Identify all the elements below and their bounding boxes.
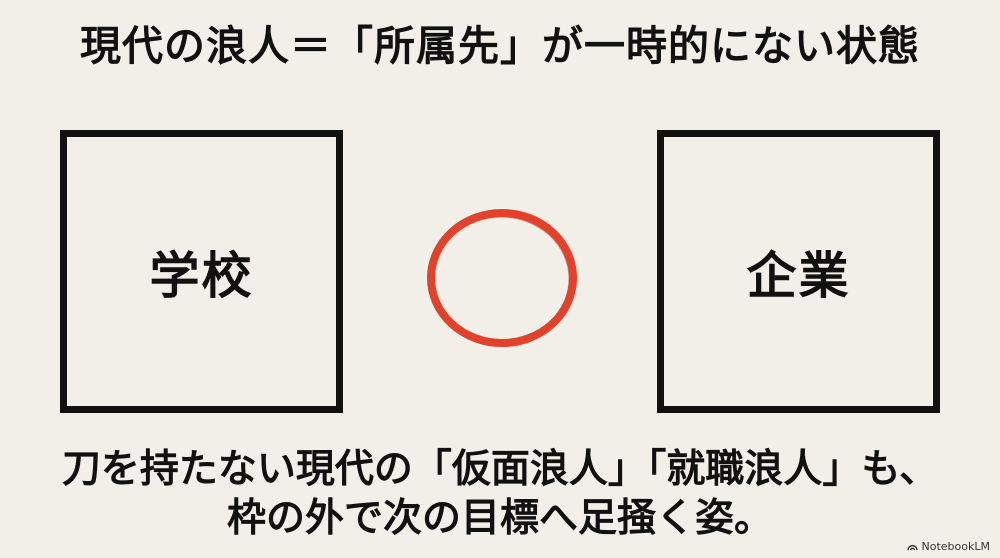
caption-line-2: 枠の外で次の目標へ足掻く姿。: [226, 496, 773, 541]
company-label: 企業: [746, 246, 851, 305]
notebooklm-watermark: NotebookLM: [906, 540, 990, 553]
slide-title: 現代の浪人＝「所属先」が一時的にない状態: [80, 22, 920, 70]
notebooklm-logo-icon: [906, 544, 918, 551]
caption-line-1: 刀を持たない現代の「仮面浪人」「就職浪人」も、: [61, 447, 939, 492]
company-box: 企業: [657, 130, 940, 413]
watermark-text: NotebookLM: [921, 540, 990, 553]
red-circle-icon: [427, 209, 577, 347]
school-box: 学校: [60, 130, 343, 413]
school-label: 学校: [149, 246, 254, 305]
